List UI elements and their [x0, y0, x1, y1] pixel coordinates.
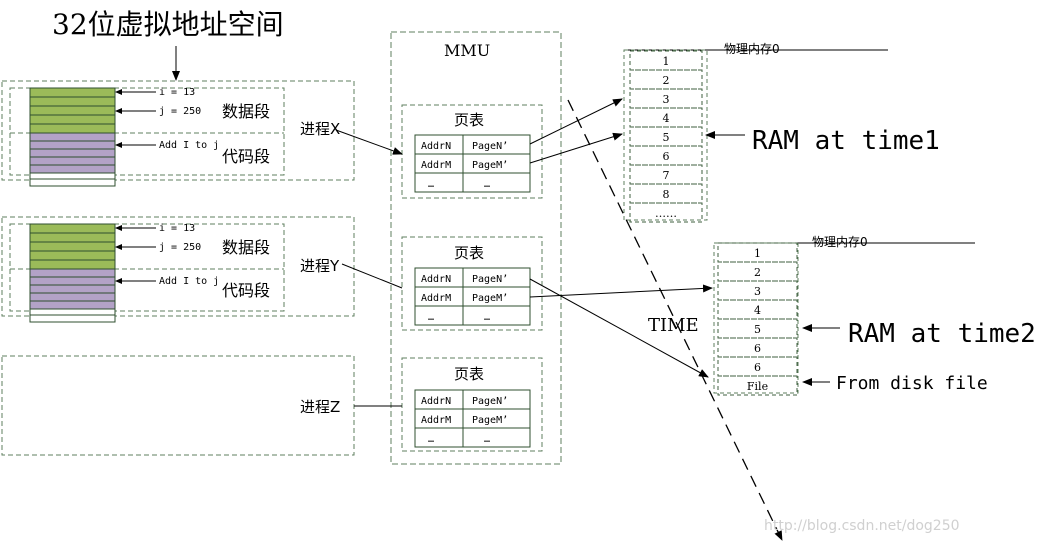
ram2-slot-label: 2	[754, 266, 761, 279]
ram1-slot-label: 6	[663, 150, 670, 163]
data-segment-label: 数据段	[222, 238, 270, 257]
table-y-to-ram2-arrow-a	[529, 284, 713, 298]
page-table-x: 页表 AddrN PageN’ AddrM PageM’ … …	[401, 104, 543, 199]
table-cell: AddrM	[421, 293, 451, 304]
ram-time1: 物理内存0 1 2 3 4 5 6 7 8 …… RAM at time1	[623, 42, 940, 223]
page-table-title: 页表	[454, 111, 484, 129]
var-i-label: i = 13	[159, 223, 195, 234]
process-x: i = 13 j = 250 Add I to j 数据段 代码段 进程X	[1, 80, 355, 187]
data-segment-label: 数据段	[222, 102, 270, 121]
code-segment-label: 代码段	[222, 281, 270, 300]
table-cell: AddrN	[421, 396, 451, 407]
page-table-z: 页表 AddrN PageN’ AddrM PageM’ … …	[401, 357, 543, 452]
table-cell: PageN’	[472, 274, 508, 285]
mmu-label: MMU	[444, 41, 490, 60]
var-j-label: j = 250	[159, 106, 201, 117]
ram2-slot-label: 1	[754, 247, 761, 260]
ram2-slot-label: 5	[754, 323, 761, 336]
process-z-label: 进程Z	[300, 398, 340, 416]
ram1-slot-label: 4	[663, 112, 670, 125]
table-x-to-ram1-arrow-a	[529, 98, 623, 145]
code-segment-label: 代码段	[222, 147, 270, 166]
ram1-slot	[629, 202, 703, 223]
ram2-slot-label: 6	[754, 342, 761, 355]
page-table-y: 页表 AddrN PageN’ AddrM PageM’ … …	[401, 236, 543, 331]
table-cell: PageM’	[472, 293, 508, 304]
time-arrow	[567, 99, 783, 541]
ram2-label: RAM at time2	[848, 319, 1036, 349]
process-y-to-table-connector	[341, 263, 403, 289]
ram2-slot-label: File	[747, 380, 768, 393]
table-cell: …	[428, 312, 434, 323]
ram2-slot-label: 3	[754, 285, 761, 298]
page-table-title: 页表	[454, 365, 484, 383]
code-label: Add I to j	[159, 140, 219, 151]
disk-file-label: From disk file	[836, 373, 988, 394]
memory-stack-y	[29, 223, 116, 323]
table-cell: PageM’	[472, 160, 508, 171]
ram1-header: 物理内存0	[724, 42, 780, 56]
table-cell: …	[484, 434, 490, 445]
code-label: Add I to j	[159, 276, 219, 287]
var-i-label: i = 13	[159, 87, 195, 98]
table-cell: …	[484, 179, 490, 190]
ram2-slot-label: 6	[754, 361, 761, 374]
table-cell: …	[428, 179, 434, 190]
table-cell: …	[428, 434, 434, 445]
ram1-slot-label: 8	[663, 188, 670, 201]
time-label: TIME	[648, 315, 699, 336]
process-x-label: 进程X	[300, 120, 340, 138]
table-cell: AddrN	[421, 274, 451, 285]
process-z: 进程Z	[1, 355, 355, 456]
ram1-slot-label: ……	[655, 207, 677, 220]
table-cell: PageN’	[472, 141, 508, 152]
table-cell: AddrM	[421, 415, 451, 426]
memory-stack-x	[29, 87, 116, 187]
ram1-slot-label: 2	[663, 74, 670, 87]
var-j-label: j = 250	[159, 242, 201, 253]
page-table-title: 页表	[454, 244, 484, 262]
process-y: i = 13 j = 250 Add I to j 数据段 代码段 进程Y	[1, 216, 355, 323]
diagram-title: 32位虚拟地址空间	[52, 8, 284, 41]
table-x-to-ram1-arrow-b	[529, 132, 623, 164]
watermark: http://blog.csdn.net/dog250	[764, 518, 960, 534]
mmu-box: MMU	[390, 31, 562, 465]
ram1-label: RAM at time1	[752, 126, 940, 156]
process-y-label: 进程Y	[300, 257, 340, 275]
ram1-slot-label: 7	[663, 169, 670, 182]
ram2-header: 物理内存0	[812, 235, 868, 249]
table-cell: AddrM	[421, 160, 451, 171]
table-cell: PageN’	[472, 396, 508, 407]
ram1-slot-label: 3	[663, 93, 670, 106]
table-cell: …	[484, 312, 490, 323]
table-cell: PageM’	[472, 415, 508, 426]
ram2-slot-label: 4	[754, 304, 761, 317]
table-cell: AddrN	[421, 141, 451, 152]
process-x-to-table-arrow	[335, 129, 403, 155]
table-y-to-file-arrow	[529, 278, 709, 378]
ram1-slot-label: 1	[663, 55, 670, 68]
ram1-slot-label: 5	[663, 131, 670, 144]
